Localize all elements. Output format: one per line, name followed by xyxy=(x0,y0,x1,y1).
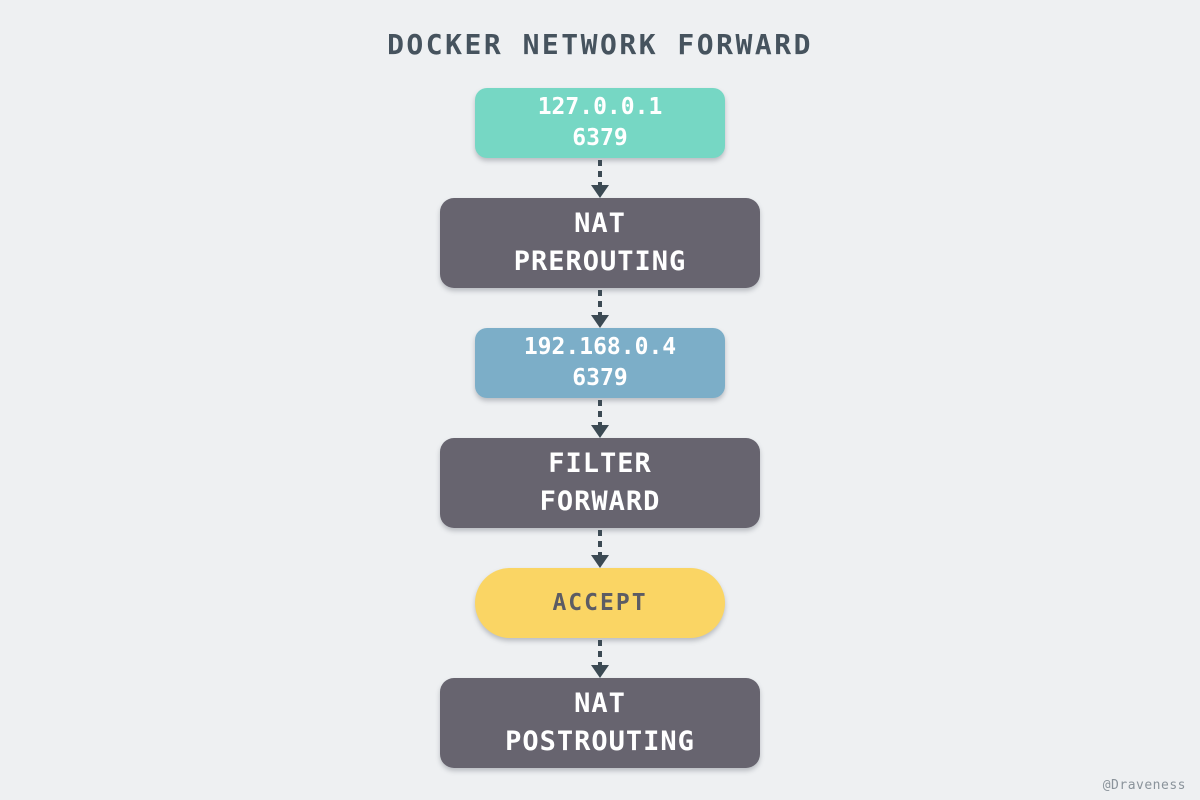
flow-arrow xyxy=(591,528,609,568)
node-table-label: NAT xyxy=(574,208,626,239)
node-dest-endpoint: 192.168.0.4 6379 xyxy=(475,328,725,398)
node-table-label: FILTER xyxy=(548,448,652,479)
flow-stack: 127.0.0.1 6379 NAT PREROUTING 192.168.0.… xyxy=(0,88,1200,768)
node-chain-label: POSTROUTING xyxy=(505,726,695,757)
arrow-dashed-stem xyxy=(598,290,602,315)
flow-arrow xyxy=(591,638,609,678)
arrow-head-icon xyxy=(591,425,609,438)
node-port-label: 6379 xyxy=(572,125,628,151)
diagram-title: DOCKER NETWORK FORWARD xyxy=(387,28,813,61)
node-ip-label: 192.168.0.4 xyxy=(523,334,677,360)
node-chain-label: FORWARD xyxy=(539,486,661,517)
arrow-dashed-stem xyxy=(598,640,602,665)
flow-arrow xyxy=(591,398,609,438)
arrow-dashed-stem xyxy=(598,400,602,425)
arrow-head-icon xyxy=(591,185,609,198)
flow-arrow xyxy=(591,158,609,198)
node-nat-postrouting: NAT POSTROUTING xyxy=(440,678,760,768)
node-source-endpoint: 127.0.0.1 6379 xyxy=(475,88,725,158)
node-chain-label: PREROUTING xyxy=(513,246,687,277)
arrow-head-icon xyxy=(591,665,609,678)
node-port-label: 6379 xyxy=(572,365,628,391)
node-table-label: NAT xyxy=(574,688,626,719)
node-accept-decision: ACCEPT xyxy=(475,568,725,638)
arrow-head-icon xyxy=(591,555,609,568)
node-nat-prerouting: NAT PREROUTING xyxy=(440,198,760,288)
flow-arrow xyxy=(591,288,609,328)
author-watermark: @Draveness xyxy=(1102,778,1186,793)
arrow-dashed-stem xyxy=(598,530,602,555)
node-verdict-label: ACCEPT xyxy=(552,590,648,616)
arrow-head-icon xyxy=(591,315,609,328)
node-filter-forward: FILTER FORWARD xyxy=(440,438,760,528)
arrow-dashed-stem xyxy=(598,160,602,185)
node-ip-label: 127.0.0.1 xyxy=(537,94,663,120)
